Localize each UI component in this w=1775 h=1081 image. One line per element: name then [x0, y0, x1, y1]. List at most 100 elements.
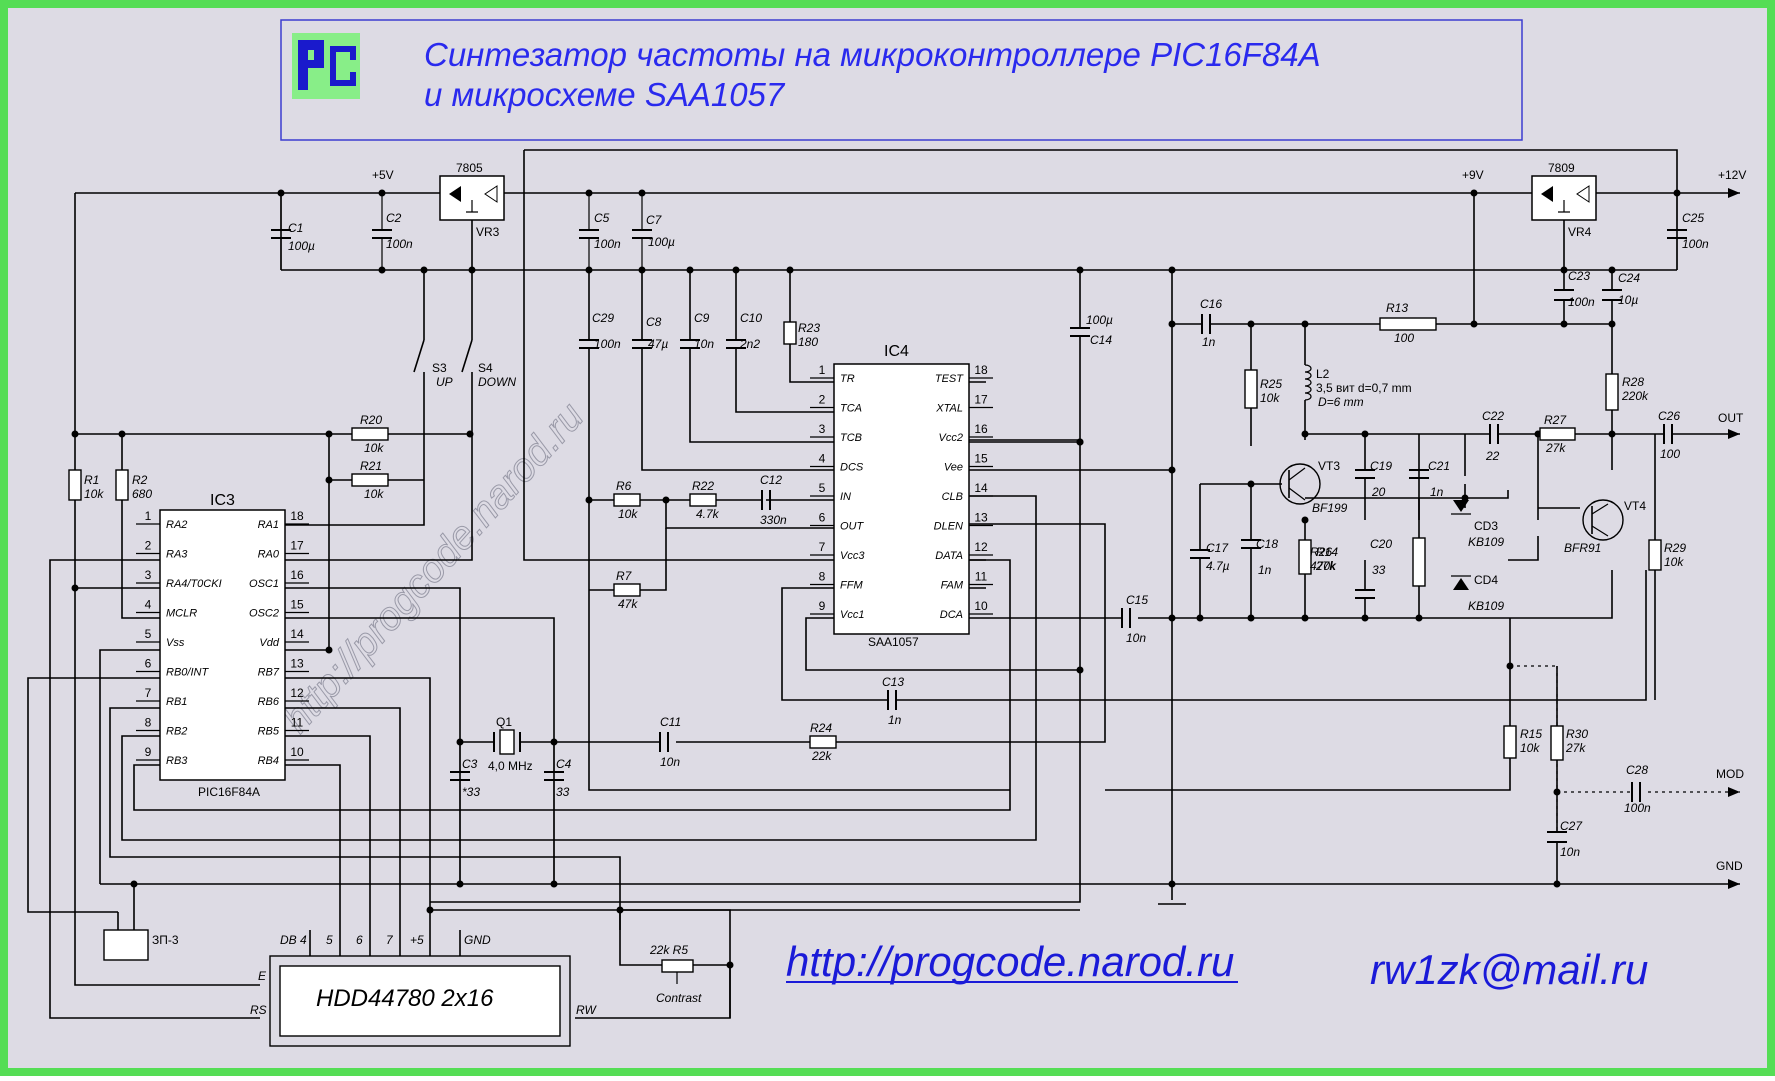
c9-ref: C9	[694, 311, 710, 325]
lcd-pin-e: E	[258, 969, 267, 983]
lcd-pin-db4: DB 4	[280, 933, 307, 947]
c22-val: 22	[1485, 449, 1500, 463]
ic3-pin-16-number: 16	[290, 568, 304, 582]
c18-ref: C18	[1256, 537, 1278, 551]
inductor-l2: L2 3,5 вит d=0,7 mm D=6 mm	[1304, 364, 1412, 409]
c19-ref: C19	[1370, 459, 1392, 473]
lcd-pin-vcc: +5	[410, 933, 424, 947]
ic4-pin-5-name: IN	[840, 491, 851, 503]
ic4-pin-14-number: 14	[974, 481, 988, 495]
lcd-module: HDD44780 2x16 DB 4 5 6 7 +5 GND E RS RW	[250, 930, 597, 1047]
footer-url[interactable]: http://progcode.narod.ru	[786, 938, 1234, 985]
ic3-pin-8-number: 8	[145, 716, 152, 730]
ic3-pin-5-name: Vss	[166, 637, 185, 649]
ic4-part: SAA1057	[868, 635, 919, 649]
pot-ref: 22k R5	[649, 943, 688, 957]
cd3-part: KB109	[1468, 535, 1504, 549]
r15-ref: R15	[1520, 727, 1542, 741]
r6-val: 10k	[618, 507, 638, 521]
ic3-pin-17-number: 17	[290, 539, 304, 553]
c8-ref: C8	[646, 315, 662, 329]
r7-val: 47k	[618, 597, 638, 611]
ic3-pin-16-name: OSC1	[249, 578, 279, 590]
component-labels: C1 100µ C2 100n C3 *33 C4 33 C5 100n C7 …	[84, 211, 1709, 859]
lcd-pin-6: 6	[356, 933, 363, 947]
ic3-pin-17-name: RA0	[258, 549, 280, 561]
ic3-pin-10-name: RB4	[258, 755, 279, 767]
c12-ref: C12	[760, 473, 782, 487]
pot-label: Contrast	[656, 991, 702, 1005]
ic3-pin-15-number: 15	[290, 598, 304, 612]
r6-ref: R6	[616, 479, 632, 493]
r13-val: 100	[1394, 331, 1414, 345]
ic4-pin-10-number: 10	[974, 599, 988, 613]
ic4-pin-7-number: 7	[819, 540, 826, 554]
c29-val: 100n	[594, 337, 621, 351]
c25-ref: C25	[1682, 211, 1704, 225]
ic4-pin-15-name: Vee	[944, 462, 963, 474]
r14-ref: R14	[1316, 545, 1338, 559]
ic3-pin-4-name: MCLR	[166, 608, 197, 620]
c19-val: 20	[1371, 485, 1386, 499]
r21-ref: R21	[360, 459, 382, 473]
ic4-pin-1-name: TR	[840, 373, 855, 385]
c28-val: 100n	[1624, 801, 1651, 815]
ic4-pin-17-number: 17	[974, 393, 988, 407]
c23-ref: C23	[1568, 269, 1590, 283]
ic3-ref: IC3	[210, 492, 235, 509]
r7-ref: R7	[616, 569, 633, 583]
ic3-pin-10-number: 10	[290, 745, 304, 759]
c4-val: 33	[556, 785, 570, 799]
ic3-pin-2-name: RA3	[166, 549, 188, 561]
ic3-pin-14-number: 14	[290, 627, 304, 641]
vt4-part: BFR91	[1564, 541, 1601, 555]
vt3-ref: VT3	[1318, 459, 1340, 473]
c27-ref: C27	[1560, 819, 1583, 833]
connector-zp3: ЗП-3	[103, 884, 179, 961]
connector-label: ЗП-3	[152, 933, 179, 947]
ic4-pin-17-name: XTAL	[935, 403, 963, 415]
c5-ref: C5	[594, 211, 610, 225]
ic3-pin-11-name: RB5	[258, 726, 280, 738]
rail-5v-label: +5V	[372, 168, 394, 182]
r29-val: 10k	[1664, 555, 1684, 569]
r30-val: 27k	[1565, 741, 1586, 755]
s4-label: DOWN	[478, 375, 516, 389]
ic3-pin-15-name: OSC2	[249, 608, 279, 620]
regulator-vr3: 7805 VR3	[439, 161, 505, 239]
ic4-pin-18-number: 18	[974, 363, 988, 377]
ic3-pin-13-name: RB7	[258, 667, 280, 679]
r20-ref: R20	[360, 413, 382, 427]
title-line1: Синтезатор частоты на микроконтроллере P…	[424, 36, 1321, 73]
c29-ref: C29	[592, 311, 614, 325]
vr4-part: 7809	[1548, 161, 1575, 175]
q1-value: 4,0 MHz	[488, 759, 533, 773]
r22-ref: R22	[692, 479, 714, 493]
ic3-pin-12-name: RB6	[258, 696, 280, 708]
c26-val: 100	[1660, 447, 1680, 461]
c24-val: 10µ	[1618, 293, 1638, 307]
ic3-pin-3-number: 3	[145, 568, 152, 582]
ic3-pin-14-name: Vdd	[259, 637, 279, 649]
r29-ref: R29	[1664, 541, 1686, 555]
ic3-pin-1-name: RA2	[166, 519, 187, 531]
ic4-pin-6-name: OUT	[840, 521, 865, 533]
ic3-pin-18-number: 18	[290, 509, 304, 523]
ic4-pin-8-name: FFM	[840, 580, 863, 592]
c4-ref: C4	[556, 757, 572, 771]
ic4-pin-12-number: 12	[974, 540, 988, 554]
r28-ref: R28	[1622, 375, 1644, 389]
switches: S3 UP S4 DOWN	[413, 339, 516, 389]
c13-ref: C13	[882, 675, 904, 689]
gnd-label: GND	[1716, 859, 1743, 873]
footer-email[interactable]: rw1zk@mail.ru	[1370, 946, 1648, 993]
r23-val: 180	[798, 335, 818, 349]
rail-9v-label: +9V	[1462, 168, 1484, 182]
r21-val: 10k	[364, 487, 384, 501]
lcd-pin-5: 5	[326, 933, 333, 947]
r25-val: 10k	[1260, 391, 1280, 405]
c16-val: 1n	[1202, 335, 1216, 349]
c11-val: 10n	[660, 755, 680, 769]
